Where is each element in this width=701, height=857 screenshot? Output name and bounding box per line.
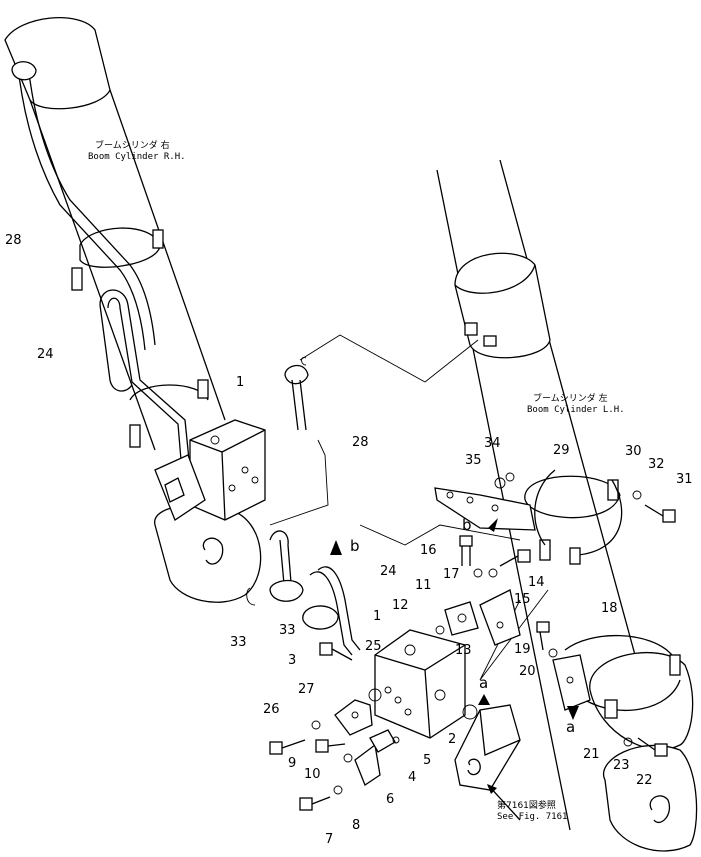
- annotation-lh-en: Boom Cylinder L.H.: [527, 405, 625, 415]
- pipe-24-rh: [99, 289, 191, 473]
- part-label-24-rh: 24: [37, 347, 54, 362]
- part-label-15: 15: [514, 592, 531, 607]
- part-label-20: 20: [519, 664, 536, 679]
- part-label-33-left: 33: [230, 635, 247, 650]
- part-label-19: 19: [514, 642, 531, 657]
- bolt-14: [499, 549, 531, 567]
- part-label-18: 18: [601, 601, 618, 616]
- valve-block-1-center: [368, 629, 478, 739]
- part-label-26: 26: [263, 702, 280, 717]
- part-label-1-center: 1: [373, 609, 381, 624]
- part-label-3: 3: [288, 653, 296, 668]
- clamp-18: [564, 634, 681, 719]
- callout-a-lh: a: [566, 718, 575, 736]
- bolt-7: [299, 796, 331, 811]
- part-label-21: 21: [583, 747, 600, 762]
- part-label-4: 4: [408, 770, 416, 785]
- part-label-31: 31: [676, 472, 693, 487]
- part-label-28-center: 28: [352, 435, 369, 450]
- bolt-31: [644, 504, 676, 523]
- valve-block-1-rh: [154, 419, 266, 521]
- part-label-14: 14: [528, 575, 545, 590]
- bracket-13: [479, 589, 521, 646]
- annotation-ref-jp: 第7161図参照: [497, 799, 556, 811]
- part-label-6: 6: [386, 792, 394, 807]
- clamp-29-30: [534, 469, 623, 565]
- part-label-32: 32: [648, 457, 665, 472]
- part-label-12: 12: [392, 598, 409, 613]
- part-label-30: 30: [625, 444, 642, 459]
- flange-27: [334, 699, 373, 736]
- part-label-27: 27: [298, 682, 315, 697]
- part-label-33-right: 33: [279, 623, 296, 638]
- bolt-9: [315, 739, 346, 753]
- part-label-10: 10: [304, 767, 321, 782]
- part-label-2: 2: [448, 732, 456, 747]
- part-label-8: 8: [352, 818, 360, 833]
- bolt-22: [637, 737, 668, 757]
- bracket-21: [552, 654, 591, 711]
- part-label-13: 13: [455, 643, 472, 658]
- callout-arrows: [330, 518, 579, 821]
- bolt-3: [319, 642, 353, 661]
- pipe-24-center: [302, 566, 361, 656]
- bolt-16: [459, 535, 473, 566]
- part-number-labels: 1 1 2 3 4 5 6 7 8 9 10 11 12 13 14 15 16…: [5, 233, 693, 847]
- annotation-lh-jp: ブームシリンダ 左: [533, 392, 608, 404]
- part-label-22: 22: [636, 773, 653, 788]
- pipe-28-rh: [11, 61, 156, 351]
- part-label-23: 23: [613, 758, 630, 773]
- part-label-1-rh: 1: [236, 375, 244, 390]
- part-label-16: 16: [420, 543, 437, 558]
- boom-cylinder-rh: [4, 17, 262, 603]
- part-label-28-rh: 28: [5, 233, 22, 248]
- part-label-17: 17: [443, 567, 460, 582]
- annotation-ref-en: See Fig. 7161: [497, 812, 567, 822]
- callout-a-center: a: [479, 674, 488, 692]
- part-label-34: 34: [484, 436, 501, 451]
- callout-b-lh: b: [462, 516, 472, 534]
- valve-block-ref: [454, 704, 521, 791]
- part-label-25: 25: [365, 639, 382, 654]
- part-label-5: 5: [423, 753, 431, 768]
- bracket-6: [354, 743, 381, 786]
- bolt-19: [536, 621, 550, 651]
- flange-4: [369, 729, 396, 753]
- part-label-24-center: 24: [380, 564, 397, 579]
- part-label-9: 9: [288, 756, 296, 771]
- callout-b-center: b: [350, 537, 360, 555]
- part-label-11: 11: [415, 578, 432, 593]
- plate-11: [444, 601, 479, 636]
- pipe-28-center: [269, 364, 309, 602]
- boom-cylinder-lh: [436, 159, 698, 852]
- annotation-rh-jp: ブームシリンダ 右: [95, 139, 170, 151]
- bracket-lh-upper: [434, 479, 619, 561]
- part-label-7: 7: [325, 832, 333, 847]
- part-label-29: 29: [553, 443, 570, 458]
- washers: [246, 357, 642, 795]
- part-label-35: 35: [465, 453, 482, 468]
- bolt-26: [269, 739, 306, 755]
- annotation-rh-en: Boom Cylinder R.H.: [88, 152, 186, 162]
